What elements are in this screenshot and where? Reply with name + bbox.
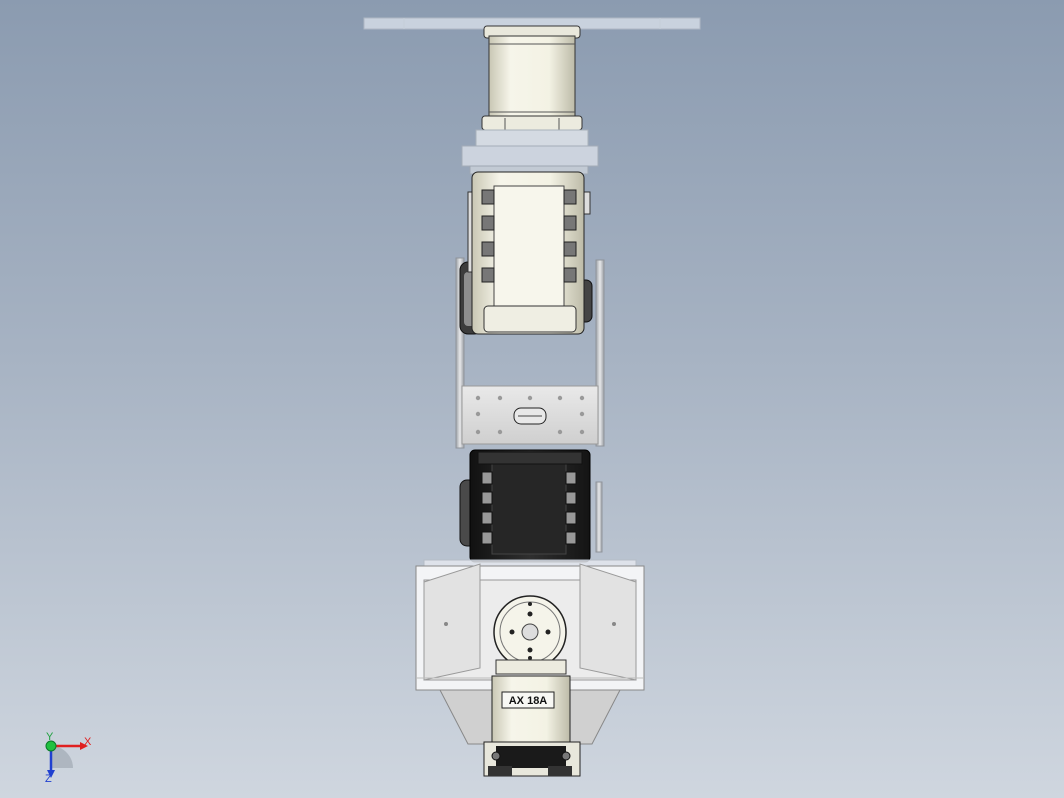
y-axis-label: Y bbox=[46, 731, 54, 743]
upper-servo bbox=[459, 171, 593, 335]
base-clear-box bbox=[415, 559, 645, 691]
top-servo bbox=[481, 25, 583, 131]
coordinate-triad: X Y Z bbox=[45, 731, 92, 785]
y-axis-dot bbox=[45, 740, 57, 752]
lower-servo bbox=[459, 449, 603, 563]
base-servo: AX 18A bbox=[439, 659, 621, 777]
servo-horn bbox=[493, 595, 567, 669]
upper-clear-mount bbox=[461, 129, 599, 175]
x-axis-label: X bbox=[84, 736, 92, 748]
upper-bracket bbox=[455, 257, 605, 449]
middle-cross-plate bbox=[461, 385, 599, 445]
servo-model-label: AX 18A bbox=[509, 695, 548, 707]
z-axis-label: Z bbox=[45, 773, 52, 785]
